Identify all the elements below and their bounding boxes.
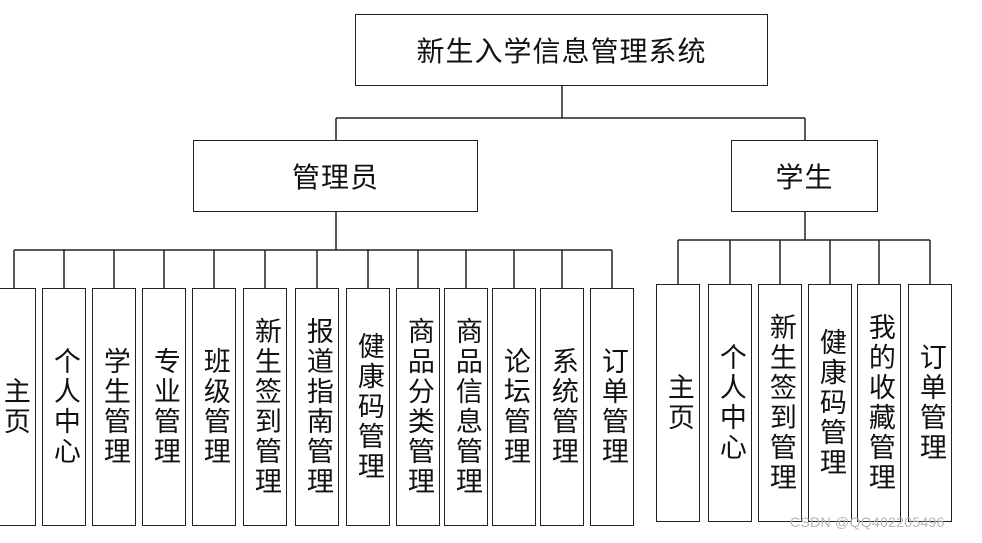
leaf-label: 报道指南管理	[301, 317, 333, 497]
admin-leaf-product-mgmt: 商品信息管理	[444, 288, 488, 526]
root-node-label: 新生入学信息管理系统	[416, 35, 707, 68]
admin-leaf-home: 主页	[0, 288, 36, 526]
student-leaf-personal-center: 个人中心	[708, 284, 752, 522]
admin-node-label: 管理员	[291, 161, 379, 194]
leaf-label: 学生管理	[98, 347, 130, 467]
leaf-label: 健康码管理	[814, 328, 846, 478]
leaf-label: 班级管理	[198, 347, 230, 467]
student-leaf-checkin-mgmt: 新生签到管理	[758, 284, 802, 522]
student-leaf-favorites-mgmt: 我的收藏管理	[857, 284, 901, 522]
admin-leaf-order-mgmt: 订单管理	[590, 288, 634, 526]
student-node: 学生	[731, 140, 878, 212]
student-leaf-home: 主页	[656, 284, 700, 522]
leaf-label: 订单管理	[914, 343, 946, 463]
leaf-label: 系统管理	[546, 347, 578, 467]
leaf-label: 主页	[662, 373, 694, 433]
student-node-label: 学生	[775, 161, 834, 194]
admin-leaf-class-mgmt: 班级管理	[192, 288, 236, 526]
admin-leaf-forum-mgmt: 论坛管理	[492, 288, 536, 526]
admin-leaf-category-mgmt: 商品分类管理	[396, 288, 440, 526]
leaf-label: 商品信息管理	[450, 317, 482, 497]
admin-leaf-checkin-mgmt: 新生签到管理	[243, 288, 287, 526]
root-node: 新生入学信息管理系统	[355, 14, 768, 86]
watermark-text: CSDN @QQ402205496	[790, 514, 945, 530]
leaf-label: 论坛管理	[498, 347, 530, 467]
leaf-label: 健康码管理	[352, 332, 384, 482]
student-leaf-order-mgmt: 订单管理	[908, 284, 952, 522]
admin-leaf-personal-center: 个人中心	[42, 288, 86, 526]
admin-leaf-student-mgmt: 学生管理	[92, 288, 136, 526]
leaf-label: 新生签到管理	[249, 317, 281, 497]
leaf-label: 我的收藏管理	[863, 313, 895, 493]
student-leaf-healthcode-mgmt: 健康码管理	[808, 284, 852, 522]
admin-leaf-guide-mgmt: 报道指南管理	[295, 288, 339, 526]
admin-leaf-major-mgmt: 专业管理	[142, 288, 186, 526]
admin-leaf-healthcode-mgmt: 健康码管理	[346, 288, 390, 526]
leaf-label: 订单管理	[596, 347, 628, 467]
leaf-label: 商品分类管理	[402, 317, 434, 497]
admin-node: 管理员	[193, 140, 478, 212]
leaf-label: 个人中心	[48, 347, 80, 467]
leaf-label: 专业管理	[148, 347, 180, 467]
admin-leaf-system-mgmt: 系统管理	[540, 288, 584, 526]
leaf-label: 新生签到管理	[764, 313, 796, 493]
leaf-label: 个人中心	[714, 343, 746, 463]
leaf-label: 主页	[0, 377, 30, 437]
